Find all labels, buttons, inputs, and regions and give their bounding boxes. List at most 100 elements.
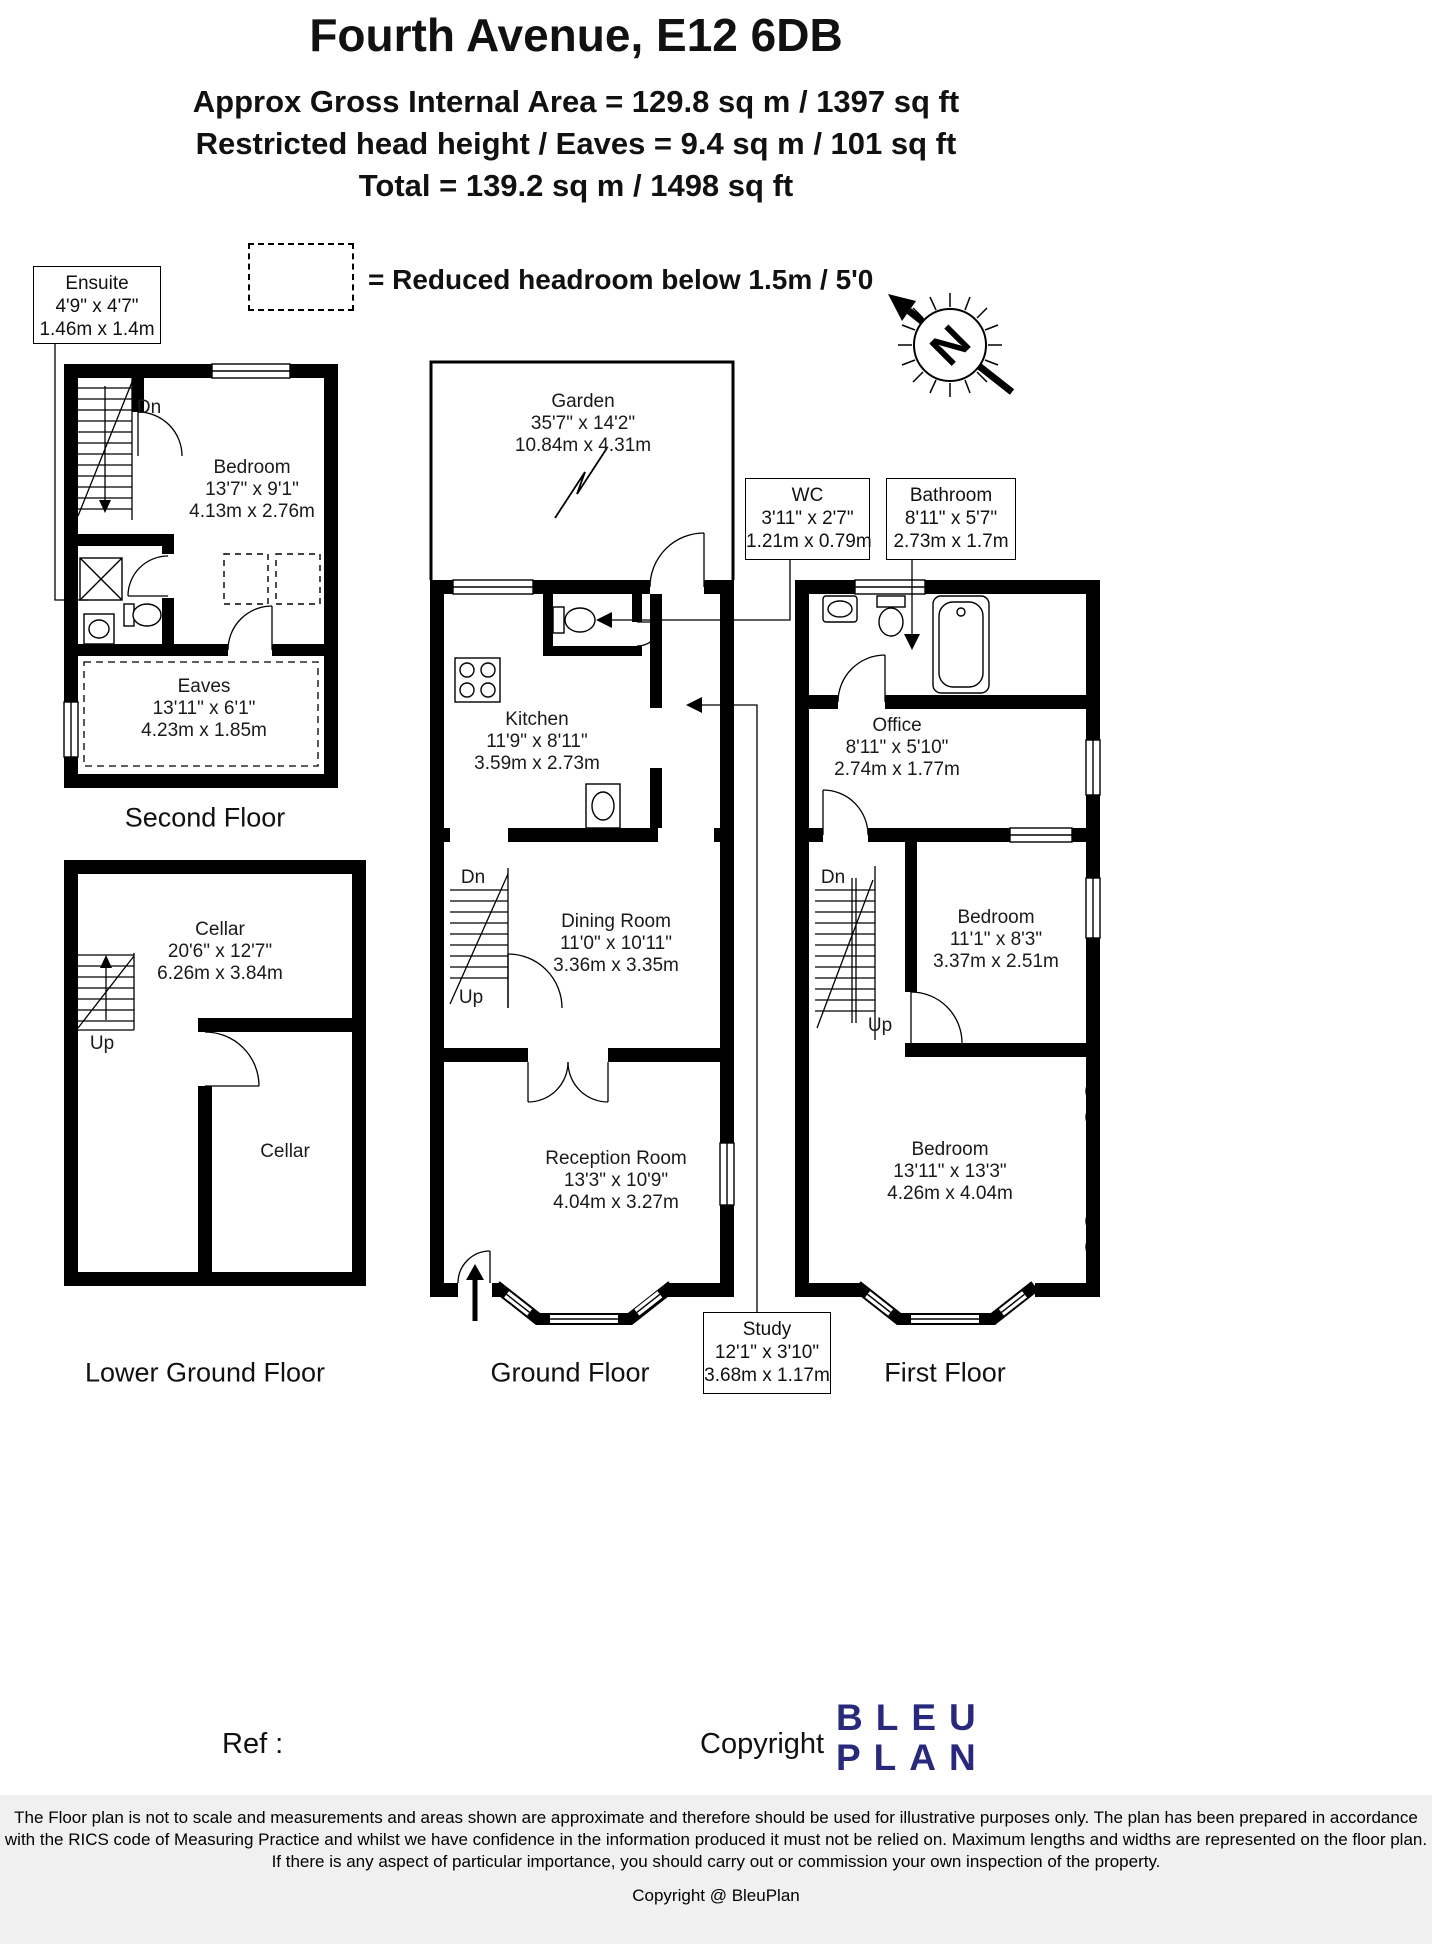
toilet-icon xyxy=(123,603,162,627)
room-size-imperial: 8'11" x 5'10" xyxy=(845,737,949,758)
first-floor-name: First Floor xyxy=(884,1357,1006,1388)
compass-north-letter: N xyxy=(920,315,980,375)
room-size-imperial: 35'7" x 14'2" xyxy=(530,413,636,434)
restricted-head-height: Restricted head height / Eaves = 9.4 sq … xyxy=(195,126,957,161)
garden-label: Garden 35'7" x 14'2" 10.84m x 4.31m xyxy=(515,391,651,457)
reduced-headroom-legend-label: = Reduced headroom below 1.5m / 5'0 xyxy=(368,264,874,295)
cellar-label: Cellar 20'6" x 12'7" 6.26m x 3.84m xyxy=(157,919,283,985)
copyright-label: Copyright xyxy=(700,1728,825,1760)
room-size-imperial: 11'9" x 8'11" xyxy=(486,731,588,752)
stairs-up-label-lower-ground: Up xyxy=(89,1033,115,1054)
bathtub-icon xyxy=(932,595,990,694)
window xyxy=(452,579,534,595)
eaves-label: Eaves 13'11" x 6'1" 4.23m x 1.85m xyxy=(141,676,267,742)
room-size-imperial: 3'11" x 2'7" xyxy=(761,508,854,529)
window xyxy=(1085,877,1101,939)
room-size-metric: 1.21m x 0.79m xyxy=(746,531,872,552)
room-name: Eaves xyxy=(177,676,231,697)
eaves-boundary xyxy=(83,661,319,767)
window xyxy=(719,1142,735,1206)
gross-internal-area: Approx Gross Internal Area = 129.8 sq m … xyxy=(192,84,960,119)
stairs-down-label-second: Dn xyxy=(136,397,162,418)
window xyxy=(211,363,291,379)
dining-room-label: Dining Room 11'0" x 10'11" 3.36m x 3.35m xyxy=(553,911,679,977)
room-size-metric: 3.37m x 2.51m xyxy=(933,951,1059,972)
room-size-imperial: 8'11" x 5'7" xyxy=(904,508,998,529)
room-size-metric: 4.04m x 3.27m xyxy=(553,1192,679,1213)
window xyxy=(1009,827,1073,843)
disclaimer-line-1: The Floor plan is not to scale and measu… xyxy=(14,1808,1418,1827)
walls xyxy=(64,860,366,1286)
room-size-imperial: 13'11" x 13'3" xyxy=(893,1161,1007,1182)
door-swings xyxy=(822,654,963,1044)
logo-line-1: BLEU xyxy=(836,1697,989,1738)
room-size-metric: 2.74m x 1.77m xyxy=(834,759,960,780)
room-size-metric: 3.36m x 3.35m xyxy=(553,955,679,976)
bay-window xyxy=(853,1281,1039,1325)
room-name: Office xyxy=(872,715,922,736)
ensuite-callout: Ensuite 4'9" x 4'7" 1.46m x 1.4m xyxy=(33,266,161,344)
garden-step-line xyxy=(554,447,608,519)
room-name: WC xyxy=(791,485,824,506)
window xyxy=(63,701,79,758)
wc-callout: WC 3'11" x 2'7" 1.21m x 0.79m xyxy=(745,478,872,560)
stairs-down-label-first: Dn xyxy=(820,867,846,888)
compass-circle xyxy=(913,308,987,382)
disclaimer: The Floor plan is not to scale and measu… xyxy=(0,1795,1432,1944)
lower-ground-floor-name: Lower Ground Floor xyxy=(84,1357,326,1388)
reception-room-label: Reception Room 13'3" x 10'9" 4.04m x 3.2… xyxy=(545,1148,687,1214)
room-size-metric: 3.68m x 1.17m xyxy=(704,1365,830,1386)
room-name: Ensuite xyxy=(65,273,129,294)
office-label: Office 8'11" x 5'10" 2.74m x 1.77m xyxy=(834,715,960,781)
logo-line-2: PLAN xyxy=(836,1737,989,1778)
bedroom-first-rear-label: Bedroom 11'1" x 8'3" 3.37m x 2.51m xyxy=(933,907,1059,973)
disclaimer-line-2: with the RICS code of Measuring Practice… xyxy=(4,1830,1428,1849)
room-name: Bedroom xyxy=(911,1139,989,1160)
page-title: Fourth Avenue, E12 6DB xyxy=(309,9,843,61)
bedroom-first-front-label: Bedroom 13'11" x 13'3" 4.26m x 4.04m xyxy=(887,1139,1013,1205)
room-size-imperial: 11'1" x 8'3" xyxy=(949,929,1043,950)
bay-window xyxy=(492,1281,676,1325)
staircase xyxy=(77,378,133,520)
north-arrow-shaft xyxy=(906,308,1015,395)
disclaimer-line-3: If there is any aspect of particular imp… xyxy=(271,1852,1161,1871)
room-size-imperial: 11'0" x 10'11" xyxy=(560,933,672,954)
first-floor-plan xyxy=(795,579,1101,1325)
bleuplan-logo: BLEU PLAN xyxy=(836,1698,989,1778)
room-size-imperial: 13'11" x 6'1" xyxy=(152,698,256,719)
copyright-line: Copyright @ BleuPlan xyxy=(632,1886,800,1905)
bedroom-second-label: Bedroom 13'7" x 9'1" 4.13m x 2.76m xyxy=(189,457,315,523)
room-name: Reception Room xyxy=(545,1148,687,1169)
stairs-up-label-ground: Up xyxy=(458,987,484,1008)
bathroom-sink-icon xyxy=(822,595,858,623)
cellar-front-label: Cellar xyxy=(260,1141,310,1163)
stairs-down-label-ground: Dn xyxy=(460,867,486,888)
room-size-metric: 1.46m x 1.4m xyxy=(39,319,155,340)
total-area: Total = 139.2 sq m / 1498 sq ft xyxy=(358,168,794,203)
room-name: Bathroom xyxy=(909,485,993,506)
room-name: Bedroom xyxy=(213,457,291,478)
room-size-metric: 4.26m x 4.04m xyxy=(887,1183,1013,1204)
study-callout: Study 12'1" x 3'10" 3.68m x 1.17m xyxy=(703,1312,831,1394)
sink-icon xyxy=(83,613,115,645)
compass-ticks xyxy=(898,293,1002,397)
room-size-imperial: 20'6" x 12'7" xyxy=(167,941,273,962)
room-size-imperial: 13'7" x 9'1" xyxy=(205,479,299,500)
door-openings xyxy=(162,554,272,656)
shower-icon xyxy=(79,557,123,601)
curtain-marks xyxy=(1085,1077,1093,1261)
north-arrow-head xyxy=(888,294,916,321)
room-name: Study xyxy=(742,1319,792,1340)
room-name: Cellar xyxy=(260,1141,310,1162)
staircase xyxy=(815,866,876,1040)
stair-direction-arrow xyxy=(100,955,112,968)
room-size-imperial: 13'3" x 10'9" xyxy=(563,1170,669,1191)
lower-ground-floor-plan xyxy=(64,860,366,1286)
window xyxy=(854,579,926,595)
room-name: Kitchen xyxy=(505,709,569,730)
ground-floor-name: Ground Floor xyxy=(490,1357,650,1388)
door-openings xyxy=(823,695,885,842)
room-name: Dining Room xyxy=(561,911,671,932)
stair-direction-arrow xyxy=(99,500,111,513)
